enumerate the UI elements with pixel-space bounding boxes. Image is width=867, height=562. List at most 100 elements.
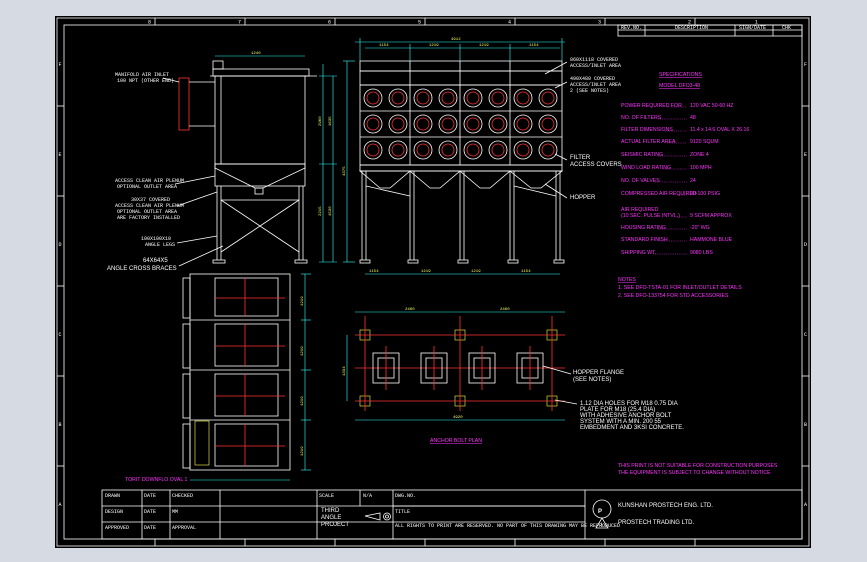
tb-angle: THIRD xyxy=(321,508,340,514)
svg-text:2460: 2460 xyxy=(405,308,415,312)
filter-cartridge xyxy=(388,140,408,160)
clean-air-label: ACCESS CLEAN AIR PLENUM xyxy=(115,178,184,184)
tb-scale-value: N/A xyxy=(363,493,372,499)
tb-approved: APPROVED xyxy=(105,525,129,531)
angle-legs-label: 100X100X10 xyxy=(141,236,171,242)
spec-label: WIND LOAD RATING xyxy=(621,165,671,171)
filter-cartridge xyxy=(388,114,408,134)
filter-cartridge xyxy=(363,114,383,134)
tb-mm: MM xyxy=(172,509,178,515)
covered-label: ARE FACTORY INSTALLED xyxy=(117,215,180,221)
spec-label: NO. OF FILTERS xyxy=(621,115,662,121)
spec-value: 120 VAC 50-60 HZ xyxy=(690,103,733,109)
spec-model: MODEL DFO3-48 xyxy=(659,83,700,89)
filter-cartridge xyxy=(413,140,433,160)
front-view: 4912 1154 1219 1219 1154 4375 1154 1219 … xyxy=(343,38,565,275)
drawing-sheet: 8 7 6 5 4 3 2 1 F E D C B A F E D C B A … xyxy=(55,16,811,548)
filter-cartridge xyxy=(413,88,433,108)
zone-letter: E xyxy=(59,152,62,158)
hopper-label: HOPPER xyxy=(570,195,596,201)
zone-number: 7 xyxy=(238,20,241,26)
filter-cartridge-inner xyxy=(416,91,430,105)
clean-air-label: OPTIONAL OUTLET AREA xyxy=(117,184,177,190)
svg-text:4375: 4375 xyxy=(343,166,347,176)
tb-angle: ANGLE xyxy=(321,515,341,521)
tb-dwg-no: DWG.NO. xyxy=(395,493,416,499)
cross-brace-label: ANGLE CROSS BRACES xyxy=(107,266,177,272)
zone-letter: B xyxy=(804,422,807,428)
outer-border xyxy=(56,17,810,547)
filter-cartridge-inner xyxy=(491,143,505,157)
filter-cartridge xyxy=(438,114,458,134)
filter-cartridge-inner xyxy=(416,117,430,131)
filter-cartridge-inner xyxy=(366,91,380,105)
filter-cartridge-inner xyxy=(441,143,455,157)
filter-cartridge xyxy=(513,140,533,160)
svg-text:4920: 4920 xyxy=(453,416,463,420)
zone-number: 8 xyxy=(148,20,151,26)
filter-cartridge-inner xyxy=(541,143,555,157)
zone-numbers: 8 7 6 5 4 3 2 1 F E D C B A F E D C B A xyxy=(59,20,808,509)
spec-label: STANDARD FINISH xyxy=(621,237,668,243)
spec-label: AIR REQUIRED xyxy=(621,207,659,213)
filter-cartridge-inner xyxy=(416,143,430,157)
zone-number: 1 xyxy=(755,20,758,26)
revision-table: REV.NO. DESCRIPTION SIGN/DATE CHK xyxy=(617,24,803,37)
anchor-plan-title: ANCHOR BOLT PLAN xyxy=(430,438,482,444)
tb-design: DESIGN xyxy=(105,509,123,515)
small-note: THIS PRINT IS NOT SUITABLE FOR CONSTRUCT… xyxy=(618,463,778,469)
front-view-callouts: 860X1118 COVERED ACCESS/INLET AREA 490X4… xyxy=(544,57,622,201)
spec-value: 9080 LBS xyxy=(690,250,713,256)
tb-date: DATE xyxy=(144,525,156,531)
rev-header: DESCRIPTION xyxy=(675,25,708,31)
spec-label: SHIPPING WT. xyxy=(621,250,656,256)
zone-ticks xyxy=(57,18,809,546)
filter-cartridge xyxy=(488,114,508,134)
filter-access-label: FILTER xyxy=(570,155,591,161)
zone-letter: B xyxy=(59,422,62,428)
small-note: THE EQUIPMENT IS SUBJECT TO CHANGE WITHO… xyxy=(618,470,771,476)
filter-cartridge-inner xyxy=(391,143,405,157)
note-item: 2. SEE DFO-133754 FOR STD ACCESSORIES xyxy=(618,293,729,299)
std-covered-label: ACCESS/INLET AREA xyxy=(570,82,621,88)
svg-text:1219: 1219 xyxy=(301,296,305,306)
front-view-filters xyxy=(363,88,558,160)
svg-text:1154: 1154 xyxy=(529,44,539,48)
covered-label: ACCESS CLEAN AIR PLENUM xyxy=(115,203,184,209)
spec-value: 48 xyxy=(690,115,696,121)
tb-date: DATE xyxy=(144,509,156,515)
svg-text:!: ! xyxy=(601,523,603,529)
spec-label: NO. OF VALVES xyxy=(621,178,660,184)
cad-drawing: 8 7 6 5 4 3 2 1 F E D C B A F E D C B A … xyxy=(56,17,810,547)
zone-letter: F xyxy=(804,62,807,68)
spec-value: HAMMONE BLUE xyxy=(690,237,733,243)
zone-letter: F xyxy=(59,62,62,68)
spec-value: 100 MPH xyxy=(690,165,712,171)
filter-cartridge xyxy=(463,114,483,134)
anchor-note: WITH ADHESIVE ANCHOR BOLT xyxy=(580,413,672,419)
side-view: 2960 1635 2215 1530 1240 xyxy=(178,52,337,264)
zone-letter: A xyxy=(59,502,62,508)
filter-cartridge-inner xyxy=(466,143,480,157)
spec-label: HOUSING RATING xyxy=(621,225,666,231)
svg-text:1154: 1154 xyxy=(521,270,531,274)
svg-text:1219: 1219 xyxy=(479,44,489,48)
svg-text:1219: 1219 xyxy=(301,396,305,406)
spec-title: SPECIFICATIONS xyxy=(659,72,702,78)
company-name-2: PROSTECH TRADING LTD. xyxy=(618,520,694,526)
anchor-callouts: HOPPER FLANGE (SEE NOTES) 1.12 DIA HOLES… xyxy=(542,365,684,431)
filter-cartridge-inner xyxy=(491,91,505,105)
zone-letter: E xyxy=(804,152,807,158)
zone-letter: C xyxy=(59,332,62,338)
rev-header: REV.NO. xyxy=(621,25,642,31)
zone-number: 6 xyxy=(328,20,331,26)
filter-cartridge xyxy=(438,88,458,108)
spec-label: SEISMIC RATING xyxy=(621,152,663,158)
zone-letter: D xyxy=(804,242,807,248)
title-block: DRAWN DATE CHECKED SCALE N/A DWG.NO. DES… xyxy=(101,489,803,540)
filter-cartridge xyxy=(488,140,508,160)
third-angle-symbol xyxy=(364,512,391,521)
filter-cartridge-inner xyxy=(541,91,555,105)
spec-label: (10 SEC. PULSE INTVL.) xyxy=(621,213,680,219)
tb-checked: CHECKED xyxy=(172,493,193,499)
